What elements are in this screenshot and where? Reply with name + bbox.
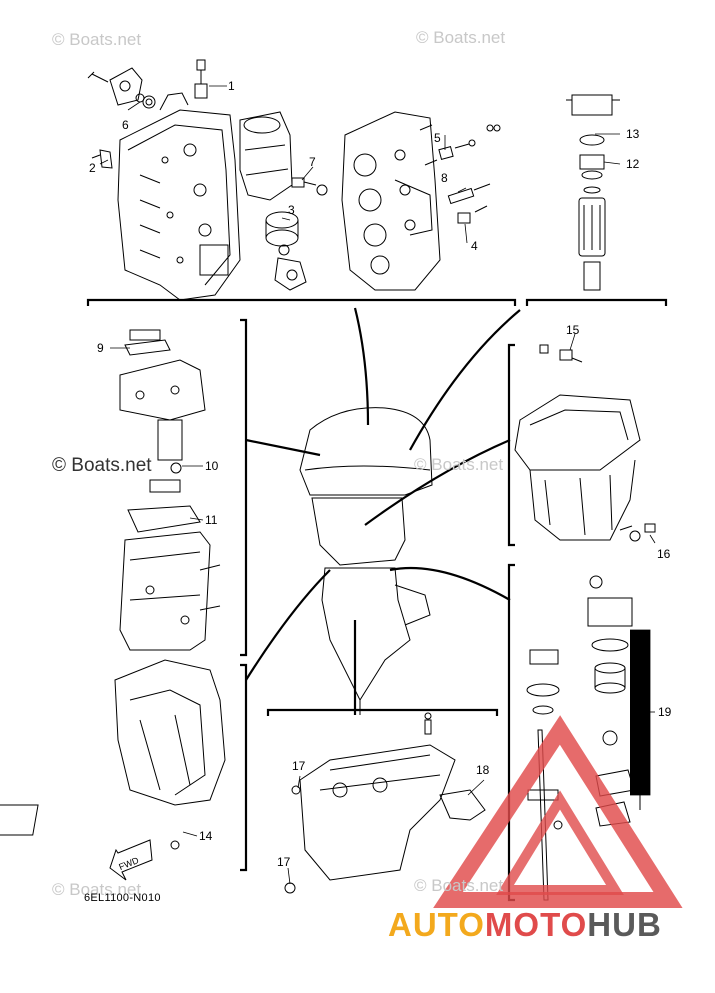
- callout-3: 3: [288, 203, 295, 217]
- thermostat-cover-drawing: [87, 67, 156, 109]
- watermark-mid-right: © Boats.net: [414, 455, 504, 474]
- exhaust-guide-drawing: [514, 344, 656, 542]
- callout-1: 1: [228, 79, 235, 93]
- callout-labels: 1 2 3 4 5 6 7 8 9 10 11 12 13 14 15 16 1…: [89, 79, 672, 872]
- leader-lines: [99, 85, 656, 885]
- callout-7: 7: [309, 155, 316, 169]
- watermark-top-mid: © Boats.net: [416, 28, 506, 47]
- oil-pan-drawing: [119, 531, 221, 651]
- cylinder-block-drawing: [117, 92, 241, 301]
- watermark-bottom-right: © Boats.net: [414, 876, 504, 895]
- watermark-top-left: © Boats.net: [52, 30, 142, 49]
- sender-unit-drawing: [194, 59, 208, 99]
- brand-part-hub: HUB: [587, 906, 662, 943]
- vapor-separator-drawing: [119, 329, 206, 533]
- callout-15: 15: [566, 323, 580, 337]
- callout-2: 2: [89, 161, 96, 175]
- cylinder-head-drawing: [341, 111, 441, 291]
- brand-part-auto: AUTO: [388, 906, 485, 943]
- callout-12: 12: [626, 157, 640, 171]
- callout-13: 13: [626, 127, 640, 141]
- callout-4: 4: [471, 239, 478, 253]
- callout-18: 18: [476, 763, 490, 777]
- callout-6: 6: [122, 118, 129, 132]
- callout-14: 14: [199, 829, 213, 843]
- connector-lines: [245, 307, 521, 715]
- callout-5: 5: [434, 131, 441, 145]
- group-brackets: [86, 298, 668, 902]
- part-2-drawing: [99, 149, 113, 169]
- callout-17-lower: 17: [277, 855, 291, 869]
- callout-10: 10: [205, 459, 219, 473]
- callout-11: 11: [205, 513, 218, 527]
- upper-casing-drawing: [0, 659, 226, 850]
- brand-wordmark: AUTOMOTOHUB: [388, 906, 662, 944]
- diagram-code: 6EL1100-N010: [84, 892, 161, 904]
- outboard-silhouette: [299, 407, 433, 715]
- watermark-mid-left: © Boats.net: [52, 455, 152, 476]
- fwd-arrow: [109, 839, 153, 881]
- part-7-drawing: [291, 177, 328, 196]
- sleeve-drawing: [239, 111, 307, 291]
- lower-unit-drawing: [284, 712, 486, 894]
- callout-17-upper: 17: [292, 759, 306, 773]
- brand-triangle-logo: [433, 715, 683, 908]
- watermark-bottom-left: © Boats.net: [52, 880, 142, 899]
- callout-16: 16: [657, 547, 671, 561]
- callout-9: 9: [97, 341, 104, 355]
- callout-8: 8: [441, 171, 448, 185]
- callout-19: 19: [658, 705, 672, 719]
- parts-4-5-8-drawing: [438, 124, 501, 224]
- fuel-filter-drawing: [566, 94, 620, 291]
- brand-part-moto: MOTO: [484, 906, 588, 943]
